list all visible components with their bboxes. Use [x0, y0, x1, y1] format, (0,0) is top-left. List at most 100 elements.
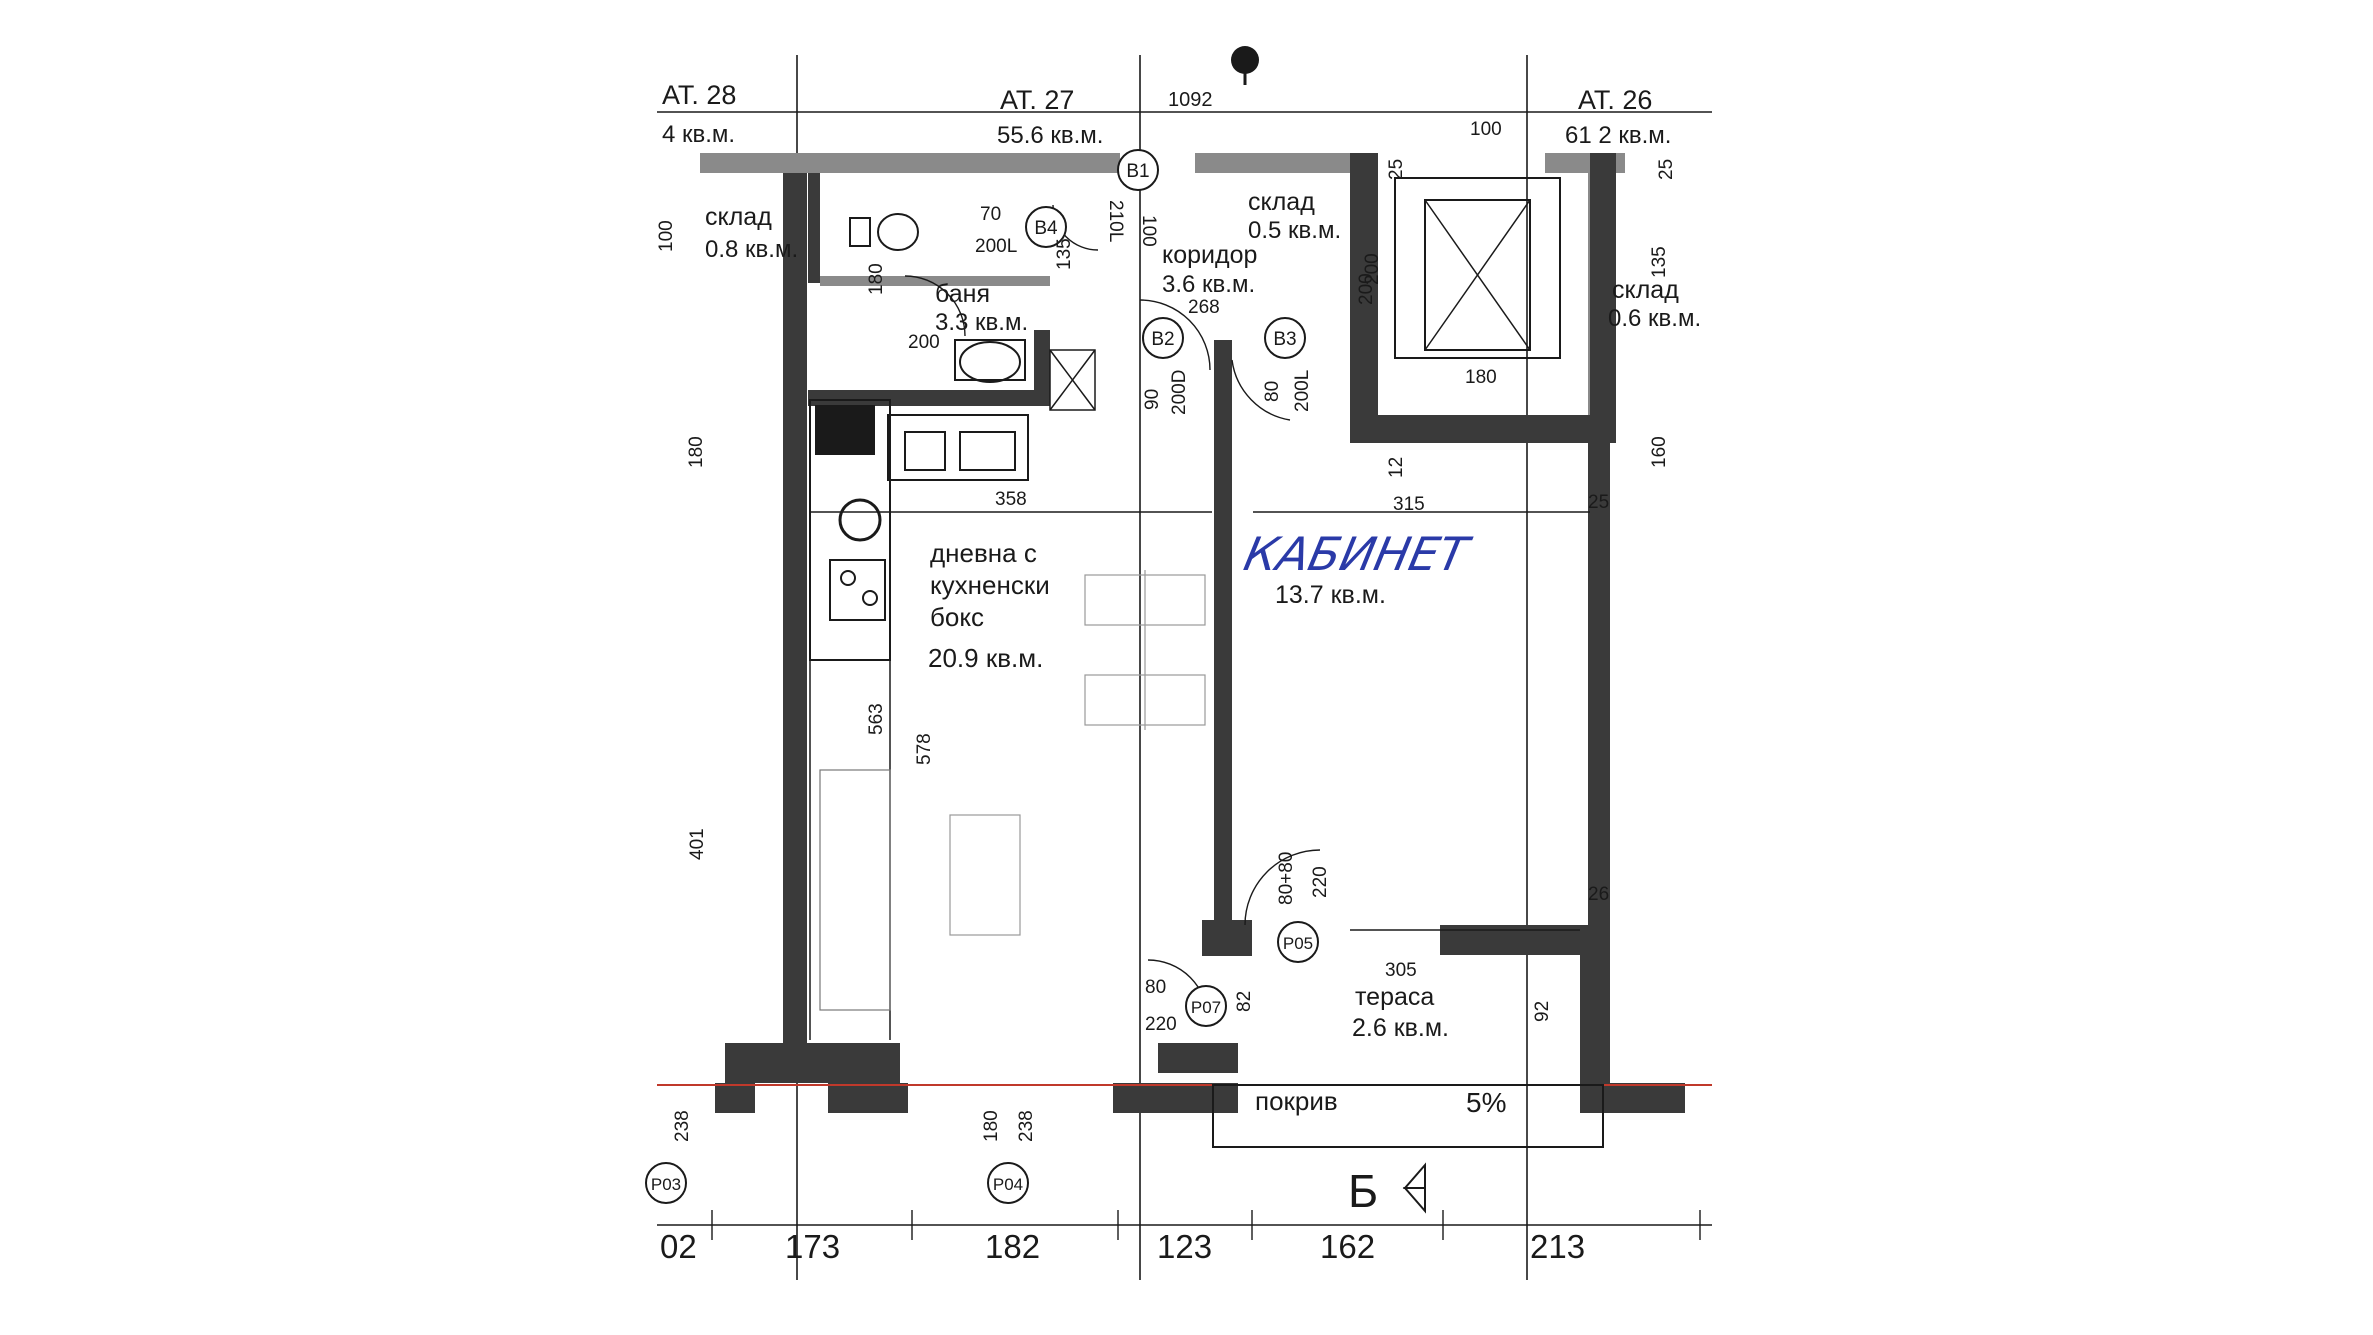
- north-marker: [1231, 46, 1259, 85]
- roof-slope: 5%: [1466, 1087, 1506, 1118]
- living-area: 20.9 кв.м.: [928, 643, 1043, 673]
- dim-bottom-2: 182: [985, 1228, 1040, 1265]
- dim-inner: 200L: [1292, 370, 1313, 412]
- living-name-line2: кухненски: [930, 570, 1050, 600]
- elevator-icon: [1394, 177, 1561, 359]
- dim-inner: 220: [1310, 866, 1331, 898]
- apartment-left-area: 4 кв.м.: [662, 121, 735, 148]
- dim-inner: 12: [1386, 457, 1407, 478]
- dim-inner: 180: [1465, 367, 1497, 388]
- door-tag-circle: [1142, 317, 1184, 359]
- door-tag: P05: [1277, 921, 1319, 963]
- door-tag-circle: [645, 1162, 687, 1204]
- door-tag-circle: [1185, 985, 1227, 1027]
- dim-inner: 70: [980, 204, 1001, 225]
- dim-inner: 26: [1588, 884, 1609, 905]
- dim-bottom-5: 213: [1530, 1228, 1585, 1265]
- kitchen-counter: [809, 399, 1029, 1040]
- dim-inner: 80+80: [1276, 852, 1297, 905]
- dim-inner: 210L: [1105, 200, 1126, 242]
- door-tag: P03: [645, 1162, 687, 1204]
- dim-inner: 135: [1054, 238, 1075, 270]
- dim-bottom-0: 02: [660, 1228, 697, 1265]
- door-tag: B3: [1264, 317, 1306, 359]
- roof-name: покрив: [1255, 1086, 1338, 1116]
- inner-dimensions: 100 70 200L 210L 100 268 200 180 200 358…: [656, 119, 1677, 1142]
- storage-mid-area: 0.5 кв.м.: [1248, 217, 1341, 244]
- dim-inner: 180: [981, 1110, 1002, 1142]
- dim-inner: 100: [1470, 119, 1502, 140]
- storage-right-area: 0.6 кв.м.: [1608, 305, 1701, 332]
- dim-inner: 578: [914, 733, 935, 765]
- dim-inner: 80: [1145, 977, 1166, 998]
- roof-outline: [1212, 1084, 1604, 1148]
- dim-inner: 92: [1532, 1001, 1553, 1022]
- dim-inner: 100: [1138, 215, 1159, 247]
- dim-inner: 82: [1234, 991, 1255, 1012]
- door-tag: P04: [987, 1162, 1029, 1204]
- apartment-right-name: АТ. 26: [1578, 85, 1652, 115]
- door-tag-label: B3: [1273, 329, 1296, 350]
- dim-inner: 160: [1649, 436, 1670, 468]
- dim-inner: 401: [687, 828, 708, 860]
- dining-table: [949, 570, 1206, 936]
- office-handwritten-label: КАБИНЕТ: [1240, 527, 1477, 580]
- door-tag-circle: [1264, 317, 1306, 359]
- dim-inner: 25: [1386, 159, 1407, 180]
- dim-inner: 90: [1142, 389, 1163, 410]
- bathroom-area: 3.3 кв.м.: [935, 309, 1028, 336]
- dim-bottom-3: 123: [1157, 1228, 1212, 1265]
- dim-inner: 180: [686, 436, 707, 468]
- dimension-lines: [657, 511, 1712, 1240]
- living-name-line1: дневна с: [930, 538, 1037, 568]
- apartment-center-area: 55.6 кв.м.: [997, 122, 1103, 149]
- dim-inner: 315: [1393, 494, 1425, 515]
- dim-inner: 200: [908, 332, 940, 353]
- storage-mid-name: склад: [1248, 188, 1315, 216]
- dim-inner: 358: [995, 489, 1027, 510]
- door-tag-circle: [1025, 206, 1067, 248]
- apartment-right-area: 61 2 кв.м.: [1565, 122, 1671, 149]
- walls: [700, 153, 1685, 1113]
- door-tag-label: B4: [1034, 218, 1058, 239]
- section-mark: Б: [1348, 1165, 1378, 1217]
- door-tag-label: P03: [651, 1175, 681, 1194]
- door-tag-label: P07: [1191, 998, 1221, 1017]
- storage-right-name: склад: [1612, 276, 1679, 304]
- dim-inner: 180: [866, 263, 887, 295]
- apartment-center-name: АТ. 27: [1000, 85, 1074, 115]
- terrace-area: 2.6 кв.м.: [1352, 1014, 1449, 1042]
- door-tag-label: P04: [993, 1175, 1023, 1194]
- door-tag: B2: [1142, 317, 1184, 359]
- dim-inner: 238: [1016, 1110, 1037, 1142]
- door-tag-label: B2: [1151, 329, 1174, 350]
- terrace-name: тераса: [1355, 983, 1434, 1011]
- dim-inner: 563: [866, 703, 887, 735]
- dim-inner: 25: [1656, 159, 1677, 180]
- dim-inner: 200D: [1169, 370, 1190, 415]
- dim-bottom-4: 162: [1320, 1228, 1375, 1265]
- door-tag-label: P05: [1283, 934, 1313, 953]
- apartment-left-name: АТ. 28: [662, 80, 736, 110]
- door-swings: [904, 204, 1321, 1021]
- door-tag-circle: [1277, 921, 1319, 963]
- dim-inner: 200: [1356, 273, 1377, 305]
- dim-top-total: 1092: [1168, 89, 1213, 111]
- door-tag: P07: [1185, 985, 1227, 1027]
- dim-inner: 25: [1588, 492, 1609, 513]
- living-name-line3: бокс: [930, 602, 984, 632]
- dim-inner: 200L: [975, 236, 1017, 257]
- dim-inner: 100: [656, 220, 677, 252]
- storage-left-name: склад: [705, 203, 772, 231]
- office-area: 13.7 кв.м.: [1275, 581, 1386, 609]
- door-tag-circle: [1117, 149, 1159, 191]
- storage-left-area: 0.8 кв.м.: [705, 236, 798, 263]
- corridor-name: коридор: [1162, 241, 1257, 269]
- section-arrow-icon: [1402, 1187, 1426, 1214]
- dim-bottom-1: 173: [785, 1228, 840, 1265]
- corridor-area: 3.6 кв.м.: [1162, 271, 1255, 298]
- door-tag-label: B1: [1126, 161, 1149, 182]
- bathroom-name: баня: [935, 280, 990, 308]
